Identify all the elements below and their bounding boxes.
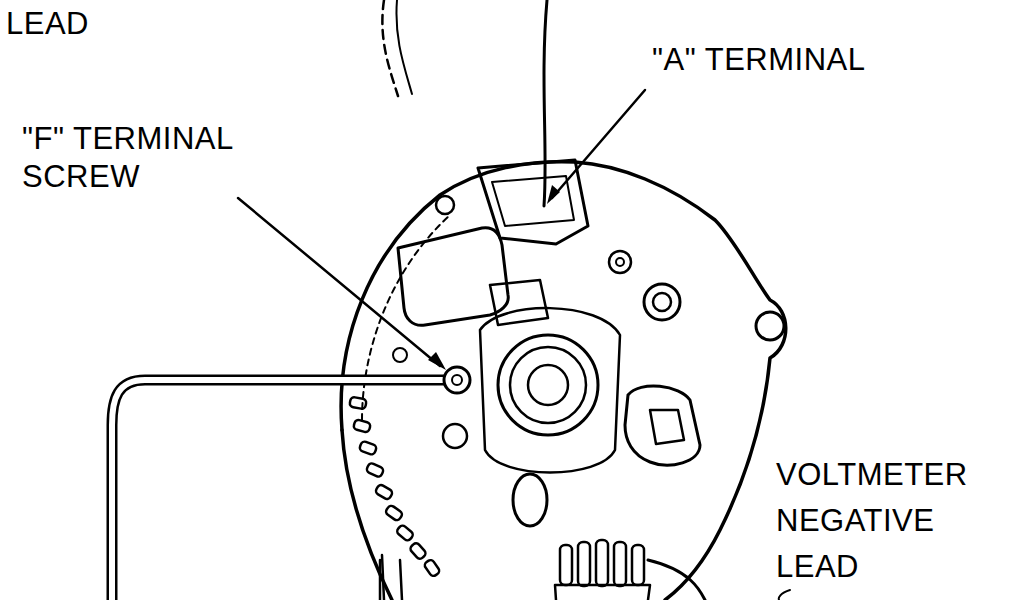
f-terminal-screw	[452, 375, 462, 385]
f-terminal-screw	[444, 367, 470, 393]
mount-screw	[443, 424, 467, 448]
negative-lead-clip	[555, 540, 705, 600]
stator-terminal	[650, 410, 684, 444]
a-terminal-wire	[544, 0, 547, 206]
positive-lead-wire	[396, 0, 412, 94]
stator-terminal	[625, 386, 700, 465]
a-terminal-cover	[492, 176, 574, 226]
label-slot: "F" TERMINAL SCREW	[22, 120, 312, 196]
leader-line	[238, 198, 440, 366]
label-slot: LEAD	[6, 6, 146, 42]
output-stud	[653, 293, 671, 311]
mount-screw	[609, 251, 631, 273]
bearing-housing	[510, 347, 586, 423]
rotor-shaft	[528, 365, 568, 405]
part-label: "F" TERMINAL SCREW	[22, 120, 312, 196]
leader-arrowhead	[428, 352, 446, 370]
end-frame-boss	[480, 308, 620, 472]
adjust-slot	[513, 474, 547, 526]
mounting-ear	[756, 312, 784, 340]
leader-line	[552, 90, 645, 198]
voltmeter-lead	[112, 380, 446, 600]
cooling-slots	[349, 397, 440, 578]
part-label: VOLTMETER NEGATIVE LEAD	[776, 452, 1016, 590]
part-label: LEAD	[6, 6, 146, 42]
bearing-housing	[498, 335, 598, 435]
voltmeter-lead	[112, 380, 446, 600]
label-slot: "A" TERMINAL	[652, 42, 952, 78]
leader-line	[779, 590, 790, 600]
label-slot: VOLTMETER NEGATIVE LEAD	[776, 452, 1016, 590]
lead-wire	[379, 560, 382, 600]
lead-wire	[382, 555, 402, 600]
mount-screw	[436, 196, 454, 214]
mount-screw	[616, 258, 624, 266]
mount-screw	[393, 348, 407, 362]
output-stud	[644, 284, 680, 320]
leader-arrowhead	[547, 185, 560, 204]
housing-outline	[342, 430, 392, 600]
terminal-bracket	[490, 280, 548, 325]
brush-holder-plate	[398, 228, 508, 326]
part-label: "A" TERMINAL	[652, 42, 952, 78]
